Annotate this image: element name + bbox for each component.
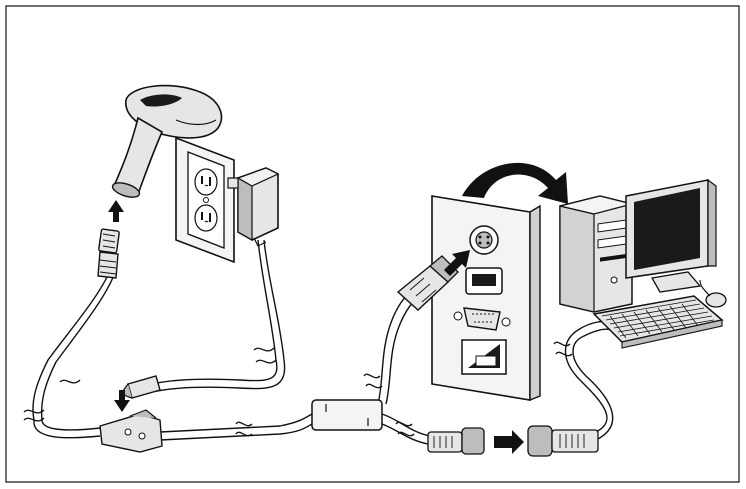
- cable-break-marks: [23, 341, 573, 437]
- barcode-scanner-icon: [111, 84, 223, 198]
- arrow-down-icon: [114, 390, 130, 412]
- arrow-up-icon: [108, 200, 124, 222]
- computer-io-panel-icon: [431, 195, 541, 402]
- desktop-computer-icon: [559, 178, 717, 313]
- rj-connector-icon: [97, 228, 120, 279]
- dc-plug-icon: [121, 375, 161, 399]
- figure-border: [5, 5, 740, 483]
- ps2-cable-icon: [396, 255, 459, 311]
- ps2-plug-female-icon: [427, 427, 485, 455]
- y-connector-icon: [99, 409, 163, 453]
- power-adapter-icon: [227, 167, 280, 247]
- ps2-plug-male-icon: [527, 425, 599, 457]
- ferrite-core-icon: [311, 399, 383, 431]
- arrow-into-port-icon: [444, 250, 470, 276]
- wall-outlet-icon: [175, 136, 235, 264]
- curved-arrow-icon: [462, 162, 568, 204]
- keyboard-icon: [592, 295, 724, 349]
- arrow-right-icon: [494, 430, 524, 454]
- mouse-icon: [699, 279, 727, 308]
